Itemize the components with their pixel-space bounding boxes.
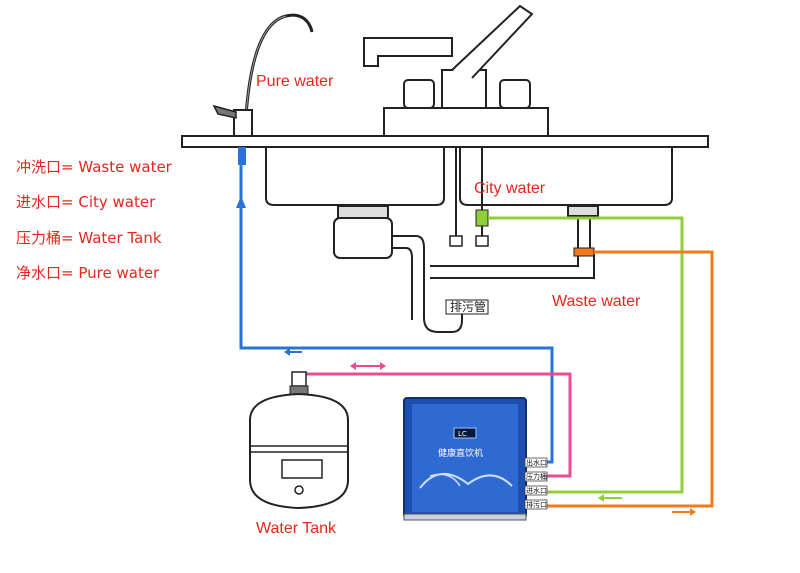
drain-pipe-label: 排污管 — [450, 299, 486, 314]
sink-bowl-left — [265, 147, 445, 206]
port-label-drain: 排污口 — [526, 500, 547, 509]
pure-water-faucet — [212, 13, 314, 165]
label-city-water: City water — [474, 180, 546, 197]
unit-brand: 健康直饮机 — [438, 447, 483, 459]
legend: 冲洗口= Waste water 进水口= City water 压力桶= Wa… — [16, 158, 173, 282]
waste-water-line — [530, 250, 714, 508]
label-water-tank: Water Tank — [256, 520, 337, 537]
drain-pipe-tag — [445, 299, 489, 315]
port-label-outlet: 出水口 — [526, 458, 547, 467]
pure-flow-arrow-up — [236, 196, 246, 208]
drain-saddle — [567, 205, 599, 257]
ro-filter-unit: LC 健康直饮机 出水口 压力桶 进水口 排污口 — [403, 397, 548, 521]
port-label-tank: 压力桶 — [526, 472, 547, 481]
label-waste-water: Waste water — [552, 293, 641, 310]
label-pure-water: Pure water — [256, 73, 334, 90]
legend-item: 进水口= City water — [16, 193, 156, 211]
water-tank — [249, 371, 349, 510]
legend-item: 净水口= Pure water — [16, 264, 160, 282]
kitchen-faucet — [363, 4, 549, 137]
countertop — [181, 135, 709, 148]
city-water-line — [488, 216, 684, 494]
legend-item: 冲洗口= Waste water — [16, 158, 173, 176]
unit-display: LC — [458, 430, 467, 438]
city-water-tee — [475, 209, 489, 227]
angle-valves — [449, 147, 489, 247]
sink-bowl-right — [459, 147, 673, 206]
port-label-inlet: 进水口 — [526, 486, 547, 495]
sink-drain: 排污管 — [333, 205, 595, 333]
tank-line — [304, 372, 572, 478]
legend-item: 压力桶= Water Tank — [16, 229, 162, 247]
